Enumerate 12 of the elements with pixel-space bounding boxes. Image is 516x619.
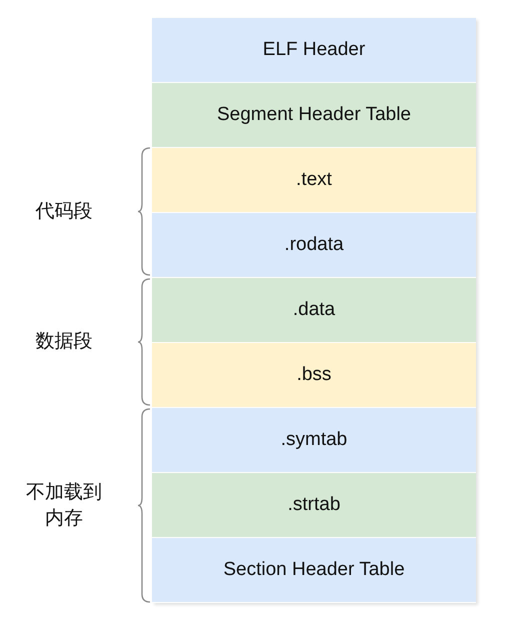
section-box: Section Header Table bbox=[152, 538, 476, 603]
section-box: .symtab bbox=[152, 408, 476, 473]
section-box: .bss bbox=[152, 343, 476, 408]
section-box: ELF Header bbox=[152, 18, 476, 83]
section-box: .text bbox=[152, 148, 476, 213]
group-label: 代码段 bbox=[34, 200, 94, 224]
section-box: .strtab bbox=[152, 473, 476, 538]
section-box: .rodata bbox=[152, 213, 476, 278]
section-box: Segment Header Table bbox=[152, 83, 476, 148]
group-label: 数据段 bbox=[34, 330, 94, 354]
section-box: .data bbox=[152, 278, 476, 343]
group-label: 不加载到内存 bbox=[26, 480, 102, 530]
